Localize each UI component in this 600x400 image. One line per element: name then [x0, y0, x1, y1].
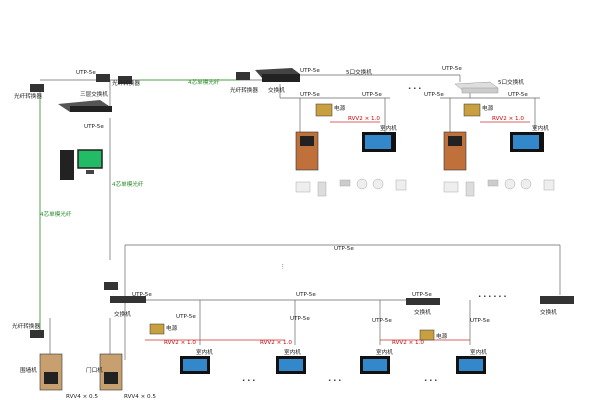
utp-label-15: UTP-5e	[372, 318, 392, 324]
utp-label-7: UTP-5e	[424, 92, 444, 98]
rvv-label-right: RVV2 × 1.0	[492, 116, 524, 122]
door-station-left	[295, 131, 319, 171]
switch-top-label: 交换机	[268, 86, 285, 94]
indoor-unit-left	[362, 132, 396, 152]
power-label-right: 电源	[482, 104, 494, 112]
fiber-converter-bottom-label: 光纤转换器	[12, 322, 40, 330]
power-supply-lower	[149, 323, 435, 341]
ellipsis-lower-1: • • •	[242, 378, 255, 384]
power-label-left: 电源	[334, 104, 346, 112]
utp-label-4: UTP-5e	[84, 124, 104, 130]
indoor-unit-label-right: 室内机	[532, 124, 549, 132]
power-supply-left	[315, 103, 333, 117]
utp-label-14: UTP-5e	[290, 316, 310, 322]
ellipsis-top: • • •	[408, 86, 421, 92]
ellipsis-lower-2: • • •	[328, 378, 341, 384]
rvv-label-lower-2: RVV2 × 1.0	[260, 340, 292, 346]
switch-lower-right-label: 交换机	[540, 308, 557, 316]
switch-lower-mid-label: 交换机	[414, 308, 431, 316]
wall-unit-icon	[39, 353, 63, 391]
utp-label-1: UTP-5e	[76, 70, 96, 76]
computer-icon	[60, 149, 103, 180]
switch-lower-mid	[406, 298, 440, 305]
utp-label-3: UTP-5e	[442, 66, 462, 72]
indoor-unit-label-lower-1: 室内机	[196, 348, 213, 356]
switch-lower-right	[540, 296, 574, 304]
rvv-label-left: RVV2 × 1.0	[348, 116, 380, 122]
indoor-unit-label-lower-3: 室内机	[376, 348, 393, 356]
rvv-label-lower-3: RVV2 × 1.0	[392, 340, 424, 346]
fiber-green-lines	[39, 79, 240, 330]
utp-label-8: UTP-5e	[508, 92, 528, 98]
indoor-unit-label-lower-4: 室内机	[470, 348, 487, 356]
switch-5port-label-1: 5口交换机	[346, 68, 372, 76]
rvv-red-lines	[145, 121, 530, 341]
switch-5port-label-2: 5口交换机	[498, 78, 524, 86]
rvv4-label-2: RVV4 × 0.5	[124, 394, 156, 400]
wall-unit-label: 围墙机	[20, 366, 37, 374]
fiber-left-label: 4芯单模光纤	[40, 210, 72, 218]
switch-top-icon	[255, 68, 300, 82]
ellipsis-lower-3: • • •	[424, 378, 437, 384]
fiber-converter-mid	[104, 282, 118, 290]
switch-5port-icon	[454, 81, 499, 94]
switch-lower-left-label: 交换机	[114, 310, 131, 318]
fiber-mid-label: 4芯单模光纤	[112, 180, 144, 188]
indoor-unit-label-lower-2: 室内机	[284, 348, 301, 356]
fiber-converter-left-label: 光纤转换器	[14, 92, 42, 100]
indoor-unit-right	[510, 132, 544, 152]
indoor-unit-label-left: 室内机	[380, 124, 397, 132]
fiber-top-label: 4芯单模光纤	[188, 78, 220, 86]
sensor-icons-left	[295, 178, 407, 197]
rvv4-label-1: RVV4 × 0.5	[66, 394, 98, 400]
core-switch-label: 三层交换机	[80, 90, 108, 98]
vertical-dots: ⋮	[280, 264, 286, 270]
sensor-icons-right	[443, 178, 555, 197]
fiber-converter-top-label: 光纤转换器	[112, 79, 140, 87]
indoor-units-lower	[180, 356, 486, 374]
door-unit-label: 门口机	[86, 366, 103, 374]
utp-label-5: UTP-5e	[300, 92, 320, 98]
door-station-right	[443, 131, 467, 171]
power-label-lower-left: 电源	[166, 324, 178, 332]
utp-label-10: UTP-5e	[132, 292, 152, 298]
power-supply-right	[463, 103, 481, 117]
utp-label-12: UTP-5e	[412, 292, 432, 298]
utp-label-11: UTP-5e	[296, 292, 316, 298]
rvv-label-lower-1: RVV2 × 1.0	[164, 340, 196, 346]
ellipsis-long: • • • • • •	[478, 294, 507, 300]
utp-label-9: UTP-5e	[334, 246, 354, 252]
fiber-converter-top	[96, 72, 250, 84]
utp-label-16: UTP-5e	[470, 318, 490, 324]
utp-label-13: UTP-5e	[176, 314, 196, 320]
utp-label-6: UTP-5e	[362, 92, 382, 98]
power-label-lower-right: 电源	[436, 332, 448, 340]
utp-label-2: UTP-5e	[300, 68, 320, 74]
fiber-converter-mid-label: 光纤转换器	[230, 86, 258, 94]
switch-lower-left	[110, 296, 146, 303]
fiber-converter-left	[30, 84, 44, 338]
core-switch-icon	[58, 100, 112, 112]
door-unit-icon	[99, 353, 123, 391]
